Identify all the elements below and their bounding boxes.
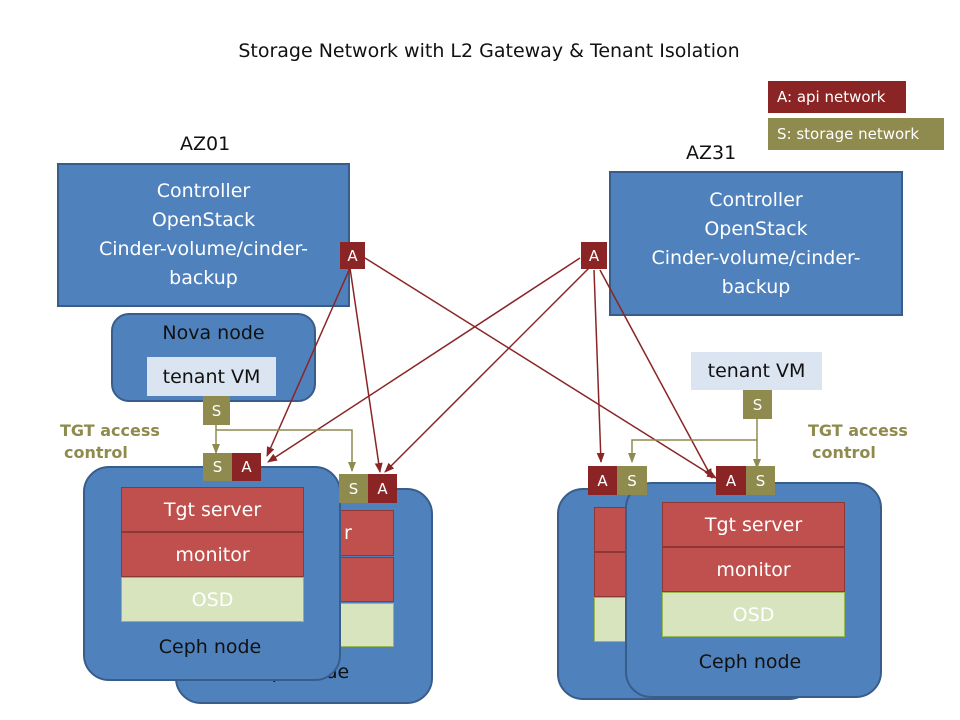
legend-storage-label: S: storage network	[777, 125, 920, 143]
storage-tag-tenant-vm-left: S	[203, 396, 230, 425]
api-link-az01-ceph-right	[364, 257, 717, 479]
ceph-right-label: Ceph node	[698, 651, 802, 673]
storage-tag-ceph-left-back: S	[339, 474, 368, 503]
az31-label: AZ31	[686, 142, 737, 164]
legend-api: A: api network	[768, 81, 906, 113]
tgt-note-right-line2: control	[812, 443, 876, 462]
storage-tag-tenant-vm-right: S	[743, 390, 772, 419]
ceph-back-left-osd	[340, 603, 394, 647]
ceph-left-label: Ceph node	[158, 636, 262, 658]
tgt-note-left-line1: TGT access	[60, 421, 160, 440]
ceph-right-osd: OSD	[662, 592, 845, 637]
ceph-left-osd-label: OSD	[191, 588, 234, 611]
controller-az31-line3: Cinder-volume/cinder-	[651, 246, 861, 269]
controller-az01-line3: Cinder-volume/cinder-	[98, 238, 309, 260]
storage-tag-ceph-right-back: S	[617, 466, 647, 495]
tgt-note-right-line1: TGT access	[808, 421, 908, 440]
ceph-left-tgt-label: Tgt server	[163, 498, 262, 521]
api-tag-controller-az01: A	[340, 242, 365, 269]
tenant-vm-left: tenant VM	[147, 357, 276, 396]
tgt-access-note-left: TGT access control	[60, 420, 160, 464]
api-link-az31-ceph-left	[267, 257, 581, 463]
ceph-left-tgt-server: Tgt server	[121, 487, 304, 532]
controller-az31-line2: OpenStack	[704, 217, 808, 240]
api-tag-controller-az31: A	[581, 242, 607, 269]
ceph-right-tgt-label: Tgt server	[704, 513, 803, 536]
storage-tag-ceph-left: S	[203, 453, 232, 481]
api-tag-ceph-left: A	[232, 453, 261, 481]
tgt-access-note-right: TGT access control	[808, 420, 908, 464]
ceph-left-monitor: monitor	[121, 532, 304, 577]
controller-az01-line2: OpenStack	[151, 209, 256, 231]
controller-az31-line4: backup	[721, 275, 791, 298]
controller-az01-line1: Controller	[156, 180, 251, 202]
storage-link-right-2	[628, 439, 757, 463]
api-link-az01-ceph-left-back	[349, 267, 383, 473]
ceph-left-osd: OSD	[121, 577, 304, 622]
controller-az01: Controller OpenStack Cinder-volume/cinde…	[57, 163, 350, 307]
tenant-vm-right: tenant VM	[691, 352, 822, 390]
legend-storage: S: storage network	[768, 118, 944, 150]
storage-tag-ceph-right: S	[746, 466, 775, 495]
ceph-back-left-monitor	[340, 557, 394, 602]
api-link-az31-ceph-right	[599, 269, 713, 479]
api-tag-ceph-right: A	[716, 466, 746, 495]
ceph-left-monitor-label: monitor	[175, 543, 250, 566]
storage-link-left-2	[216, 429, 356, 472]
api-tag-ceph-left-back: A	[368, 474, 397, 503]
az01-label: AZ01	[180, 133, 231, 155]
controller-az31-line1: Controller	[709, 188, 803, 211]
ceph-right-monitor: monitor	[662, 547, 845, 592]
ceph-right-monitor-label: monitor	[716, 558, 791, 581]
legend-api-label: A: api network	[777, 88, 886, 106]
api-link-az31-ceph-left-back	[384, 266, 591, 473]
api-link-az01-ceph-left	[266, 267, 351, 457]
controller-az01-line4: backup	[169, 267, 238, 289]
ceph-back-left-tgt-fragment: r	[344, 522, 352, 544]
controller-az31: Controller OpenStack Cinder-volume/cinde…	[609, 171, 903, 316]
nova-node-label: Nova node	[162, 322, 265, 344]
diagram-title: Storage Network with L2 Gateway & Tenant…	[238, 40, 740, 62]
api-link-az31-ceph-right-back	[593, 269, 605, 463]
ceph-right-tgt-server: Tgt server	[662, 502, 845, 547]
api-tag-ceph-right-back: A	[588, 466, 617, 495]
ceph-right-osd-label: OSD	[732, 603, 775, 626]
tgt-note-left-line2: control	[64, 443, 128, 462]
